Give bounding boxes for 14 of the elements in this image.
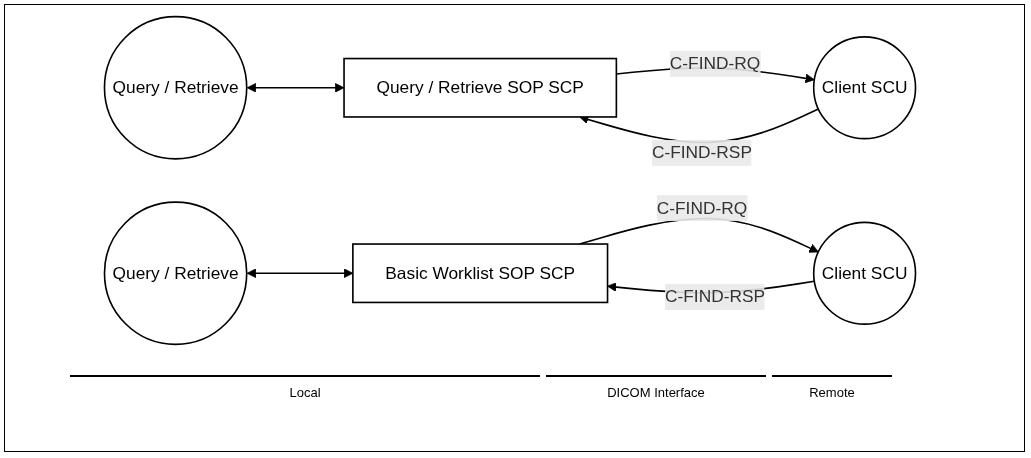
section-label: DICOM Interface: [607, 385, 705, 400]
node-circle: Client SCU: [812, 221, 917, 325]
arrow: [246, 83, 345, 93]
section-label: Local: [289, 385, 321, 400]
edge-label: C-FIND-RSP: [665, 287, 766, 306]
node-circle: Query / Retrieve: [103, 201, 248, 346]
edge-label: C-FIND-RQ: [669, 54, 761, 73]
node-box: Query / Retrieve SOP SCP: [343, 57, 618, 118]
edge-label: C-FIND-RQ: [656, 198, 748, 217]
section-label: Remote: [809, 385, 855, 400]
node-box: Basic Worklist SOP SCP: [352, 243, 609, 304]
edge-label: C-FIND-RSP: [651, 143, 752, 162]
node-circle: Query / Retrieve: [103, 15, 248, 160]
node-circle: Client SCU: [812, 36, 917, 140]
